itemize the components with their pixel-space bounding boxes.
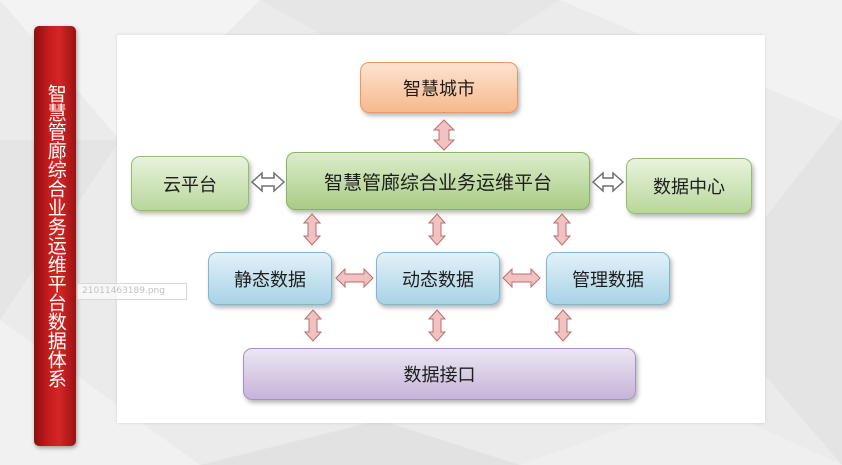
side-title-banner: 智慧管廊综合业务运维平台数据体系 xyxy=(34,26,76,446)
data-interface-box: 数据接口 xyxy=(243,348,636,400)
main-platform-box: 智慧管廊综合业务运维平台 xyxy=(286,152,590,210)
management-data-box: 管理数据 xyxy=(546,252,670,305)
data-interface-label: 数据接口 xyxy=(403,365,476,386)
main-platform-label: 智慧管廊综合业务运维平台 xyxy=(323,171,552,194)
side-title: 智慧管廊综合业务运维平台数据体系 xyxy=(44,84,67,388)
management-data-label: 管理数据 xyxy=(572,269,644,291)
dynamic-data-box: 动态数据 xyxy=(376,252,500,305)
static-data-label: 静态数据 xyxy=(234,269,306,291)
cloud-platform-label: 云平台 xyxy=(163,174,217,196)
cloud-platform-box: 云平台 xyxy=(131,156,249,211)
data-center-box: 数据中心 xyxy=(626,158,752,214)
dynamic-data-label: 动态数据 xyxy=(402,269,474,291)
image-filename-watermark: 21011463189.png xyxy=(77,283,187,300)
smart-city-box: 智慧城市 xyxy=(360,62,518,113)
data-center-label: 数据中心 xyxy=(653,177,725,198)
smart-city-label: 智慧城市 xyxy=(403,78,475,100)
static-data-box: 静态数据 xyxy=(208,252,332,305)
